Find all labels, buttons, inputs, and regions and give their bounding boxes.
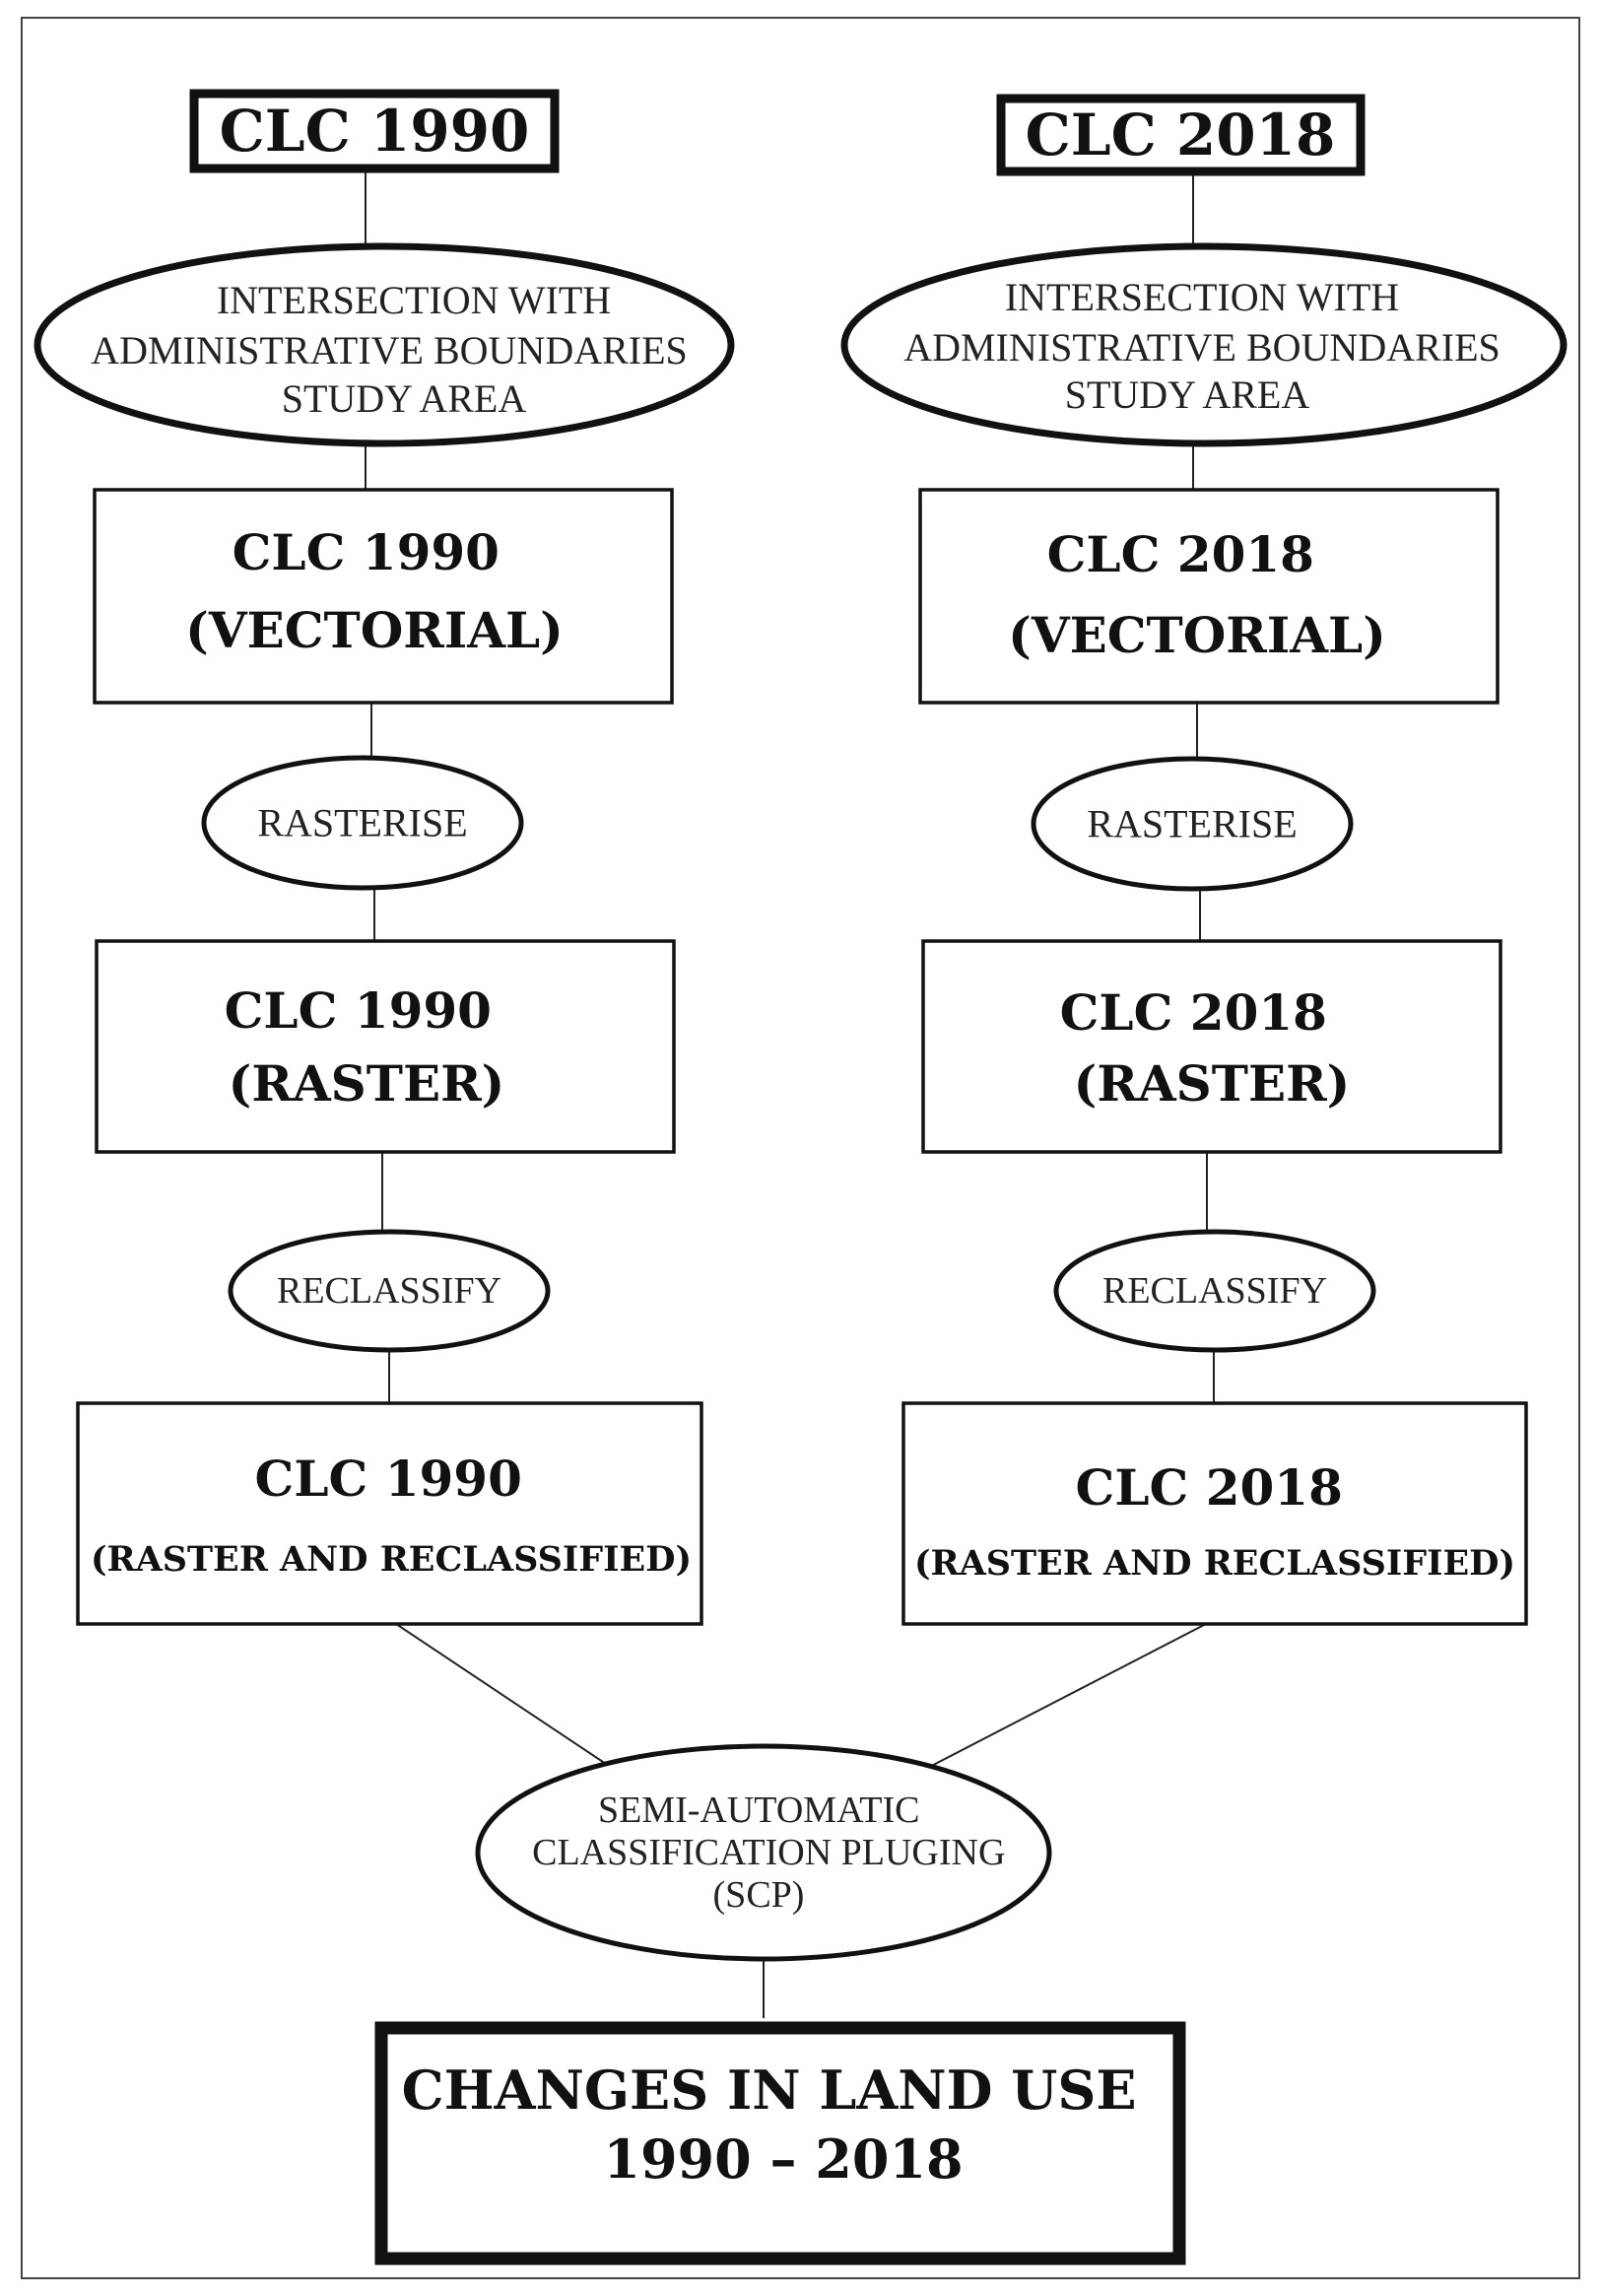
result-line-1: CHANGES IN LAND USE [402,2059,1137,2122]
result-line-2: 1990 – 2018 [603,2127,963,2191]
right-header-label: CLC 2018 [1026,101,1336,169]
left-intersection-label: INTERSECTION WITH ADMINISTRATIVE BOUNDAR… [91,278,698,421]
left-vectorial-line-2: (VECTORIAL) [185,601,564,659]
right-intersection-line-3: STUDY AREA [1065,372,1310,417]
left-vectorial-label: CLC 1990 (VECTORIAL) [185,523,564,659]
right-intersection-line-1: INTERSECTION WITH [1005,275,1399,319]
right-vectorial-box [918,488,1500,705]
left-raster-line-1: CLC 1990 [225,981,492,1040]
left-rasterise-ellipse [201,755,524,891]
right-reclassify-label: RECLASSIFY [1102,1270,1327,1312]
left-reclassified-box [76,1401,703,1626]
left-reclassify-ellipse [228,1229,551,1353]
left-raster-box [95,939,676,1154]
right-reclassify-ellipse [1053,1229,1376,1353]
right-reclassified-line-1: CLC 2018 [1076,1458,1343,1517]
left-intersection-line-1: INTERSECTION WITH [217,278,611,322]
connector-right-reclassified-to-scp [915,1623,1207,1775]
right-raster-box [921,939,1502,1154]
right-raster-label: CLC 2018 (RASTER) [1060,983,1351,1113]
right-intersection-ellipse [840,242,1568,447]
right-vectorial-line-2: (VECTORIAL) [1008,606,1386,664]
left-reclassified-line-2: (RASTER AND RECLASSIFIED) [91,1539,692,1580]
right-reclassified-line-2: (RASTER AND RECLASSIFIED) [914,1543,1515,1584]
right-vectorial-label: CLC 2018 (VECTORIAL) [1008,525,1386,664]
right-vectorial-line-1: CLC 2018 [1047,525,1314,583]
left-raster-label: CLC 1990 (RASTER) [225,981,509,1113]
connector-left-reclassified-to-scp [395,1623,622,1775]
right-reclassified-box [901,1401,1528,1626]
scp-line-3: (SCP) [713,1874,805,1916]
right-intersection-label: INTERSECTION WITH ADMINISTRATIVE BOUNDAR… [903,275,1510,417]
left-intersection-line-2: ADMINISTRATIVE BOUNDARIES [91,328,688,372]
scp-line-1: SEMI-AUTOMATIC [598,1790,920,1831]
right-raster-line-2: (RASTER) [1074,1054,1351,1113]
right-raster-line-1: CLC 2018 [1060,983,1327,1042]
scp-label: SEMI-AUTOMATIC CLASSIFICATION PLUGING (S… [532,1790,1015,1916]
left-intersection-line-3: STUDY AREA [282,376,527,421]
left-header-box [189,89,560,173]
left-column: CLC 1990 INTERSECTION WITH ADMINISTRATIV… [33,89,735,1626]
left-raster-line-2: (RASTER) [229,1054,505,1113]
right-reclassified-label: CLC 2018 (RASTER AND RECLASSIFIED) [914,1458,1515,1584]
left-rasterise-label: RASTERISE [257,801,467,845]
left-reclassified-line-1: CLC 1990 [255,1450,522,1508]
right-rasterise-label: RASTERISE [1087,802,1297,846]
result-box [374,2021,1186,2265]
scp-line-2: CLASSIFICATION PLUGING [532,1832,1005,1873]
right-rasterise-ellipse [1031,756,1354,892]
scp-ellipse [475,1743,1052,1962]
right-intersection-line-2: ADMINISTRATIVE BOUNDARIES [903,325,1501,370]
left-vectorial-line-1: CLC 1990 [233,523,500,581]
right-header-box [996,94,1366,176]
merge-section: SEMI-AUTOMATIC CLASSIFICATION PLUGING (S… [374,1743,1186,2265]
result-label: CHANGES IN LAND USE 1990 – 2018 [402,2059,1156,2191]
left-intersection-ellipse [33,242,735,447]
left-header-label: CLC 1990 [220,98,530,165]
left-reclassify-label: RECLASSIFY [277,1270,501,1312]
left-reclassified-label: CLC 1990 (RASTER AND RECLASSIFIED) [91,1450,692,1580]
left-vectorial-box [93,488,674,705]
right-column: CLC 2018 INTERSECTION WITH ADMINISTRATIV… [840,94,1568,1626]
page-frame [21,17,1580,2279]
